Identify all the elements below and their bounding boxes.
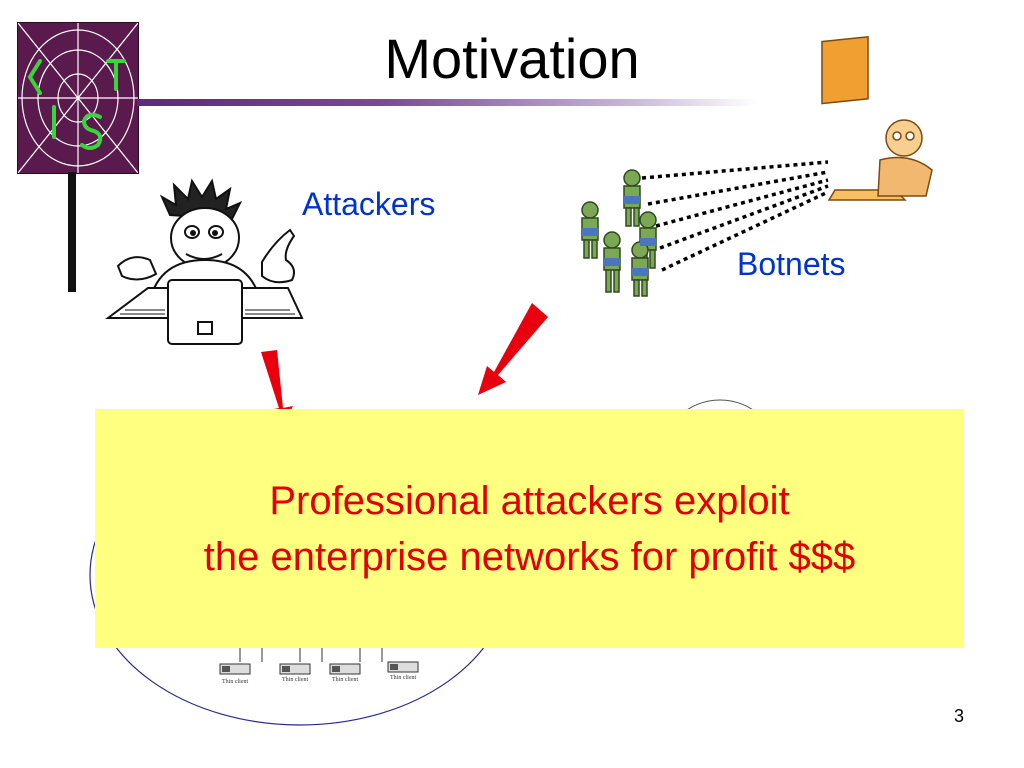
attacker-illustration: [105, 178, 304, 345]
thin-client-1: [219, 663, 251, 675]
callout-box: Professional attackers exploit the enter…: [95, 409, 964, 648]
slide-number: 3: [953, 706, 964, 726]
thin-client-label-2: Thin client: [282, 677, 308, 683]
slide-title-text: Motivation: [384, 27, 640, 90]
thin-client-2: [279, 663, 311, 675]
attackers-arrow: [261, 350, 293, 426]
callout-line-2: the enterprise networks for profit $$$: [203, 534, 856, 579]
zombie-botnet-illustration: [581, 169, 657, 297]
university-logo: [17, 22, 139, 174]
botnet-command-links: [641, 160, 829, 272]
web-logo-icon: [18, 23, 138, 173]
botnets-label: Botnets: [737, 246, 846, 282]
logo-vertical-bar: [68, 172, 76, 292]
botnets-arrow: [478, 303, 548, 395]
attackers-label: Attackers: [302, 186, 436, 222]
thin-client-4: [387, 661, 419, 673]
slide-title: Motivation: [0, 26, 1024, 91]
callout-line-1: Professional attackers exploit: [269, 478, 790, 523]
thin-client-label-1: Thin client: [222, 679, 248, 685]
attack-arrows: [261, 303, 548, 426]
thin-client-label-4: Thin client: [390, 675, 416, 681]
bot-herder-illustration: [821, 35, 933, 201]
thin-client-3: [329, 663, 361, 675]
enterprise-network-diagram: Thin client Thin client Thin client Thin…: [89, 399, 781, 726]
thin-client-label-3: Thin client: [332, 677, 358, 683]
title-underline-rule: [137, 99, 757, 106]
